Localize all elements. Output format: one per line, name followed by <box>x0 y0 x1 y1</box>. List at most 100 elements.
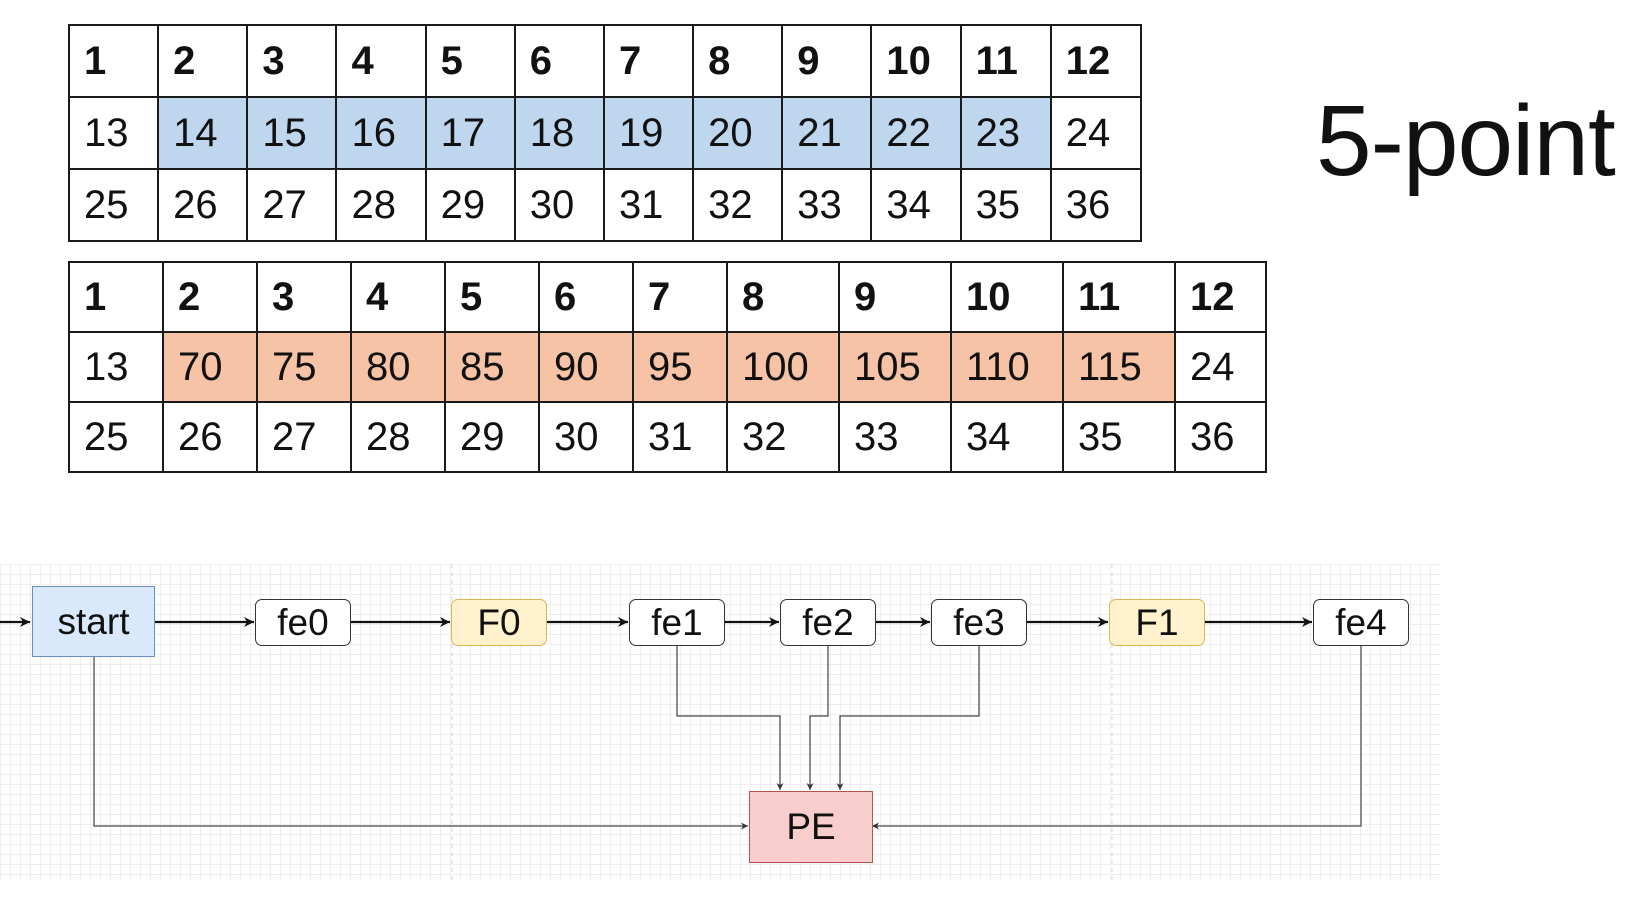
table-cell: 115 <box>1062 331 1176 403</box>
table-cell: 34 <box>950 401 1064 473</box>
table-cell: 85 <box>444 331 540 403</box>
edge-fe1-pe <box>676 646 784 790</box>
table-cell: 31 <box>632 401 728 473</box>
table-cell: 28 <box>350 401 446 473</box>
table-cell: 26 <box>157 168 249 242</box>
table-cell: 1 <box>68 261 164 333</box>
table-cell: 33 <box>838 401 952 473</box>
table-cell: 22 <box>870 96 962 170</box>
flow-edges <box>0 564 1362 880</box>
edge-fe3-pe <box>836 646 980 790</box>
table-cell: 4 <box>350 261 446 333</box>
table-cell: 32 <box>692 168 784 242</box>
table-cell: 5 <box>444 261 540 333</box>
table-cell: 31 <box>602 168 695 242</box>
table-cell: 19 <box>602 96 695 170</box>
table-cell: 7 <box>602 24 695 98</box>
table-cell: 26 <box>162 401 258 473</box>
table-cell: 12 <box>1049 24 1143 98</box>
table-cell: 21 <box>781 96 873 170</box>
table-cell: 80 <box>350 331 446 403</box>
node-start[interactable]: start <box>32 586 155 657</box>
table-cell: 27 <box>246 168 338 242</box>
table-cell: 20 <box>692 96 784 170</box>
table-cell: 13 <box>68 331 164 403</box>
table-cell: 10 <box>950 261 1064 333</box>
table-cell: 30 <box>513 168 605 242</box>
table-cell: 32 <box>726 401 840 473</box>
table-cell: 15 <box>246 96 338 170</box>
edge-fe4-pe <box>872 646 1362 830</box>
table-cell: 6 <box>538 261 634 333</box>
table-cell: 9 <box>838 261 952 333</box>
table-cell: 11 <box>959 24 1052 98</box>
edge-fe2-pe <box>806 646 829 790</box>
table-cell: 2 <box>157 24 249 98</box>
table-cell: 2 <box>162 261 258 333</box>
table-cell: 100 <box>726 331 840 403</box>
table-cell: 35 <box>1062 401 1176 473</box>
table-cell: 23 <box>959 96 1052 170</box>
node-pe[interactable]: PE <box>749 791 873 863</box>
table-cell: 36 <box>1174 401 1267 473</box>
table-cell: 9 <box>781 24 873 98</box>
table-cell: 75 <box>256 331 352 403</box>
table-cell: 8 <box>692 24 784 98</box>
table-cell: 12 <box>1174 261 1267 333</box>
table-cell: 35 <box>959 168 1052 242</box>
table-cell: 105 <box>838 331 952 403</box>
node-fe0[interactable]: fe0 <box>255 599 351 646</box>
table-cell: 34 <box>870 168 962 242</box>
stencil-title: 5-point <box>1316 85 1616 197</box>
table-cell: 5 <box>424 24 516 98</box>
table-cell: 7 <box>632 261 728 333</box>
table-cell: 17 <box>424 96 516 170</box>
node-fe3[interactable]: fe3 <box>931 599 1027 646</box>
table-cell: 30 <box>538 401 634 473</box>
table-cell: 13 <box>67 96 160 170</box>
table-cell: 29 <box>444 401 540 473</box>
table-cell: 18 <box>513 96 605 170</box>
table-cell: 8 <box>726 261 840 333</box>
table-cell: 36 <box>1049 168 1143 242</box>
pe-edges <box>93 646 1362 830</box>
table-cell: 11 <box>1062 261 1176 333</box>
table-cell: 16 <box>335 96 427 170</box>
flow-diagram: start fe0 F0 fe1 fe2 fe3 F1 fe4 PE <box>0 564 1440 880</box>
table-cell: 33 <box>781 168 873 242</box>
table-cell: 1 <box>67 24 160 98</box>
table-cell: 4 <box>335 24 427 98</box>
node-fe4[interactable]: fe4 <box>1313 599 1409 646</box>
table-cell: 29 <box>424 168 516 242</box>
table-cell: 14 <box>157 96 249 170</box>
table-cell: 10 <box>870 24 962 98</box>
table-cell: 25 <box>67 168 160 242</box>
table-cell: 28 <box>335 168 427 242</box>
edge-start-pe <box>93 646 748 830</box>
table-cell: 24 <box>1174 331 1267 403</box>
table-cell: 70 <box>162 331 258 403</box>
table-cell: 90 <box>538 331 634 403</box>
node-fe2[interactable]: fe2 <box>780 599 876 646</box>
table-cell: 6 <box>513 24 605 98</box>
table-cell: 95 <box>632 331 728 403</box>
node-f0[interactable]: F0 <box>451 599 547 646</box>
node-f1[interactable]: F1 <box>1109 599 1205 646</box>
table-cell: 24 <box>1049 96 1143 170</box>
table-cell: 3 <box>256 261 352 333</box>
table-cell: 27 <box>256 401 352 473</box>
table-cell: 110 <box>950 331 1064 403</box>
node-fe1[interactable]: fe1 <box>629 599 725 646</box>
table-cell: 3 <box>246 24 338 98</box>
table-cell: 25 <box>68 401 164 473</box>
